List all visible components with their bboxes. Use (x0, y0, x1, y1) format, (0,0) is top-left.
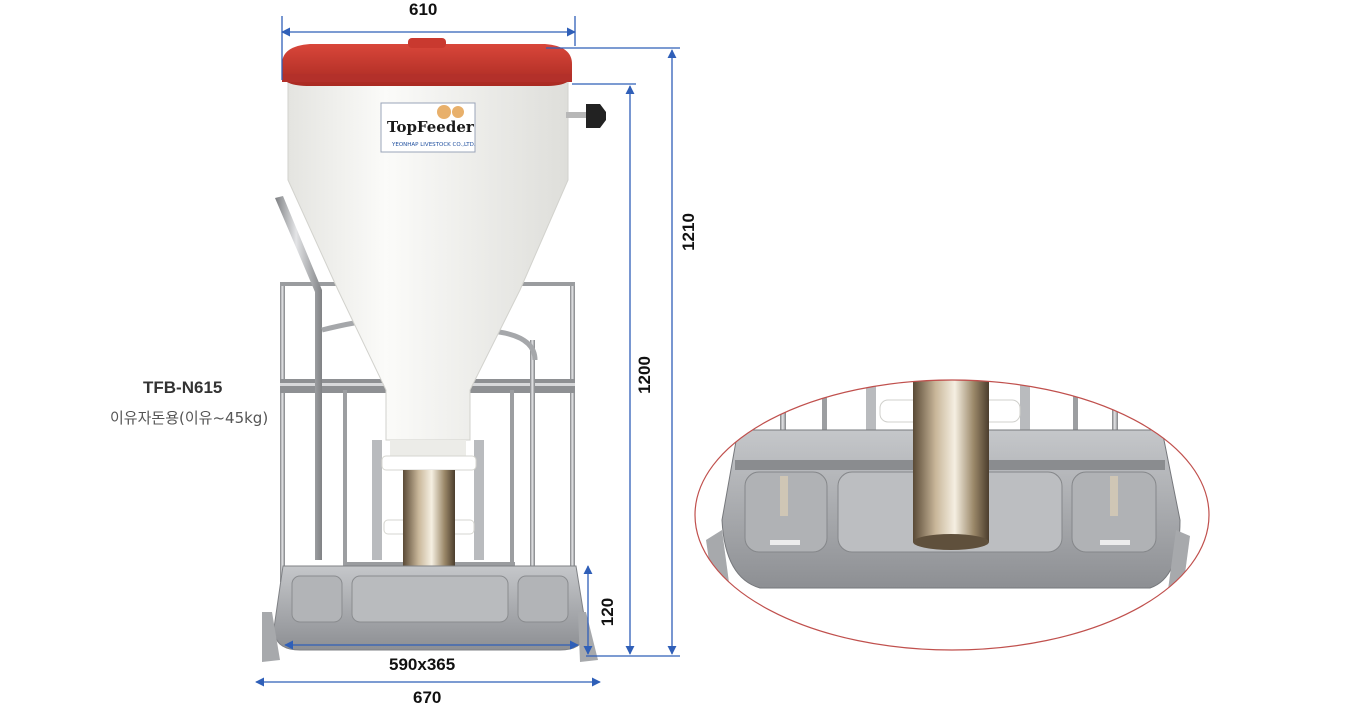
adjustment-knob-icon (566, 104, 606, 128)
feeder-trough (262, 565, 598, 662)
detail-ellipse-outline (694, 379, 1210, 651)
trough-detail-view (694, 379, 1210, 651)
trough-height-label: 120 (598, 597, 618, 627)
feeder-hopper (287, 79, 569, 632)
total-height-label: 1210 (678, 213, 698, 251)
feeder-lid (282, 38, 572, 86)
body-height-label: 1200 (634, 356, 654, 394)
dimension-lines (255, 16, 680, 687)
model-description: 이유자돈용(이유~45kg) (110, 409, 269, 427)
model-code: TFB-N615 (143, 378, 223, 397)
base-width-label: 670 (413, 688, 442, 707)
logo-company-text: YEONHAP LIVESTOCK CO.,LTD. (391, 142, 476, 148)
trough-size-label: 590x365 (389, 655, 456, 674)
top-feeder-logo-icon: TopFeeder YEONHAP LIVESTOCK CO.,LTD. (380, 102, 476, 153)
logo-brand-text: TopFeeder (387, 118, 475, 136)
top-width-label: 610 (409, 0, 438, 19)
